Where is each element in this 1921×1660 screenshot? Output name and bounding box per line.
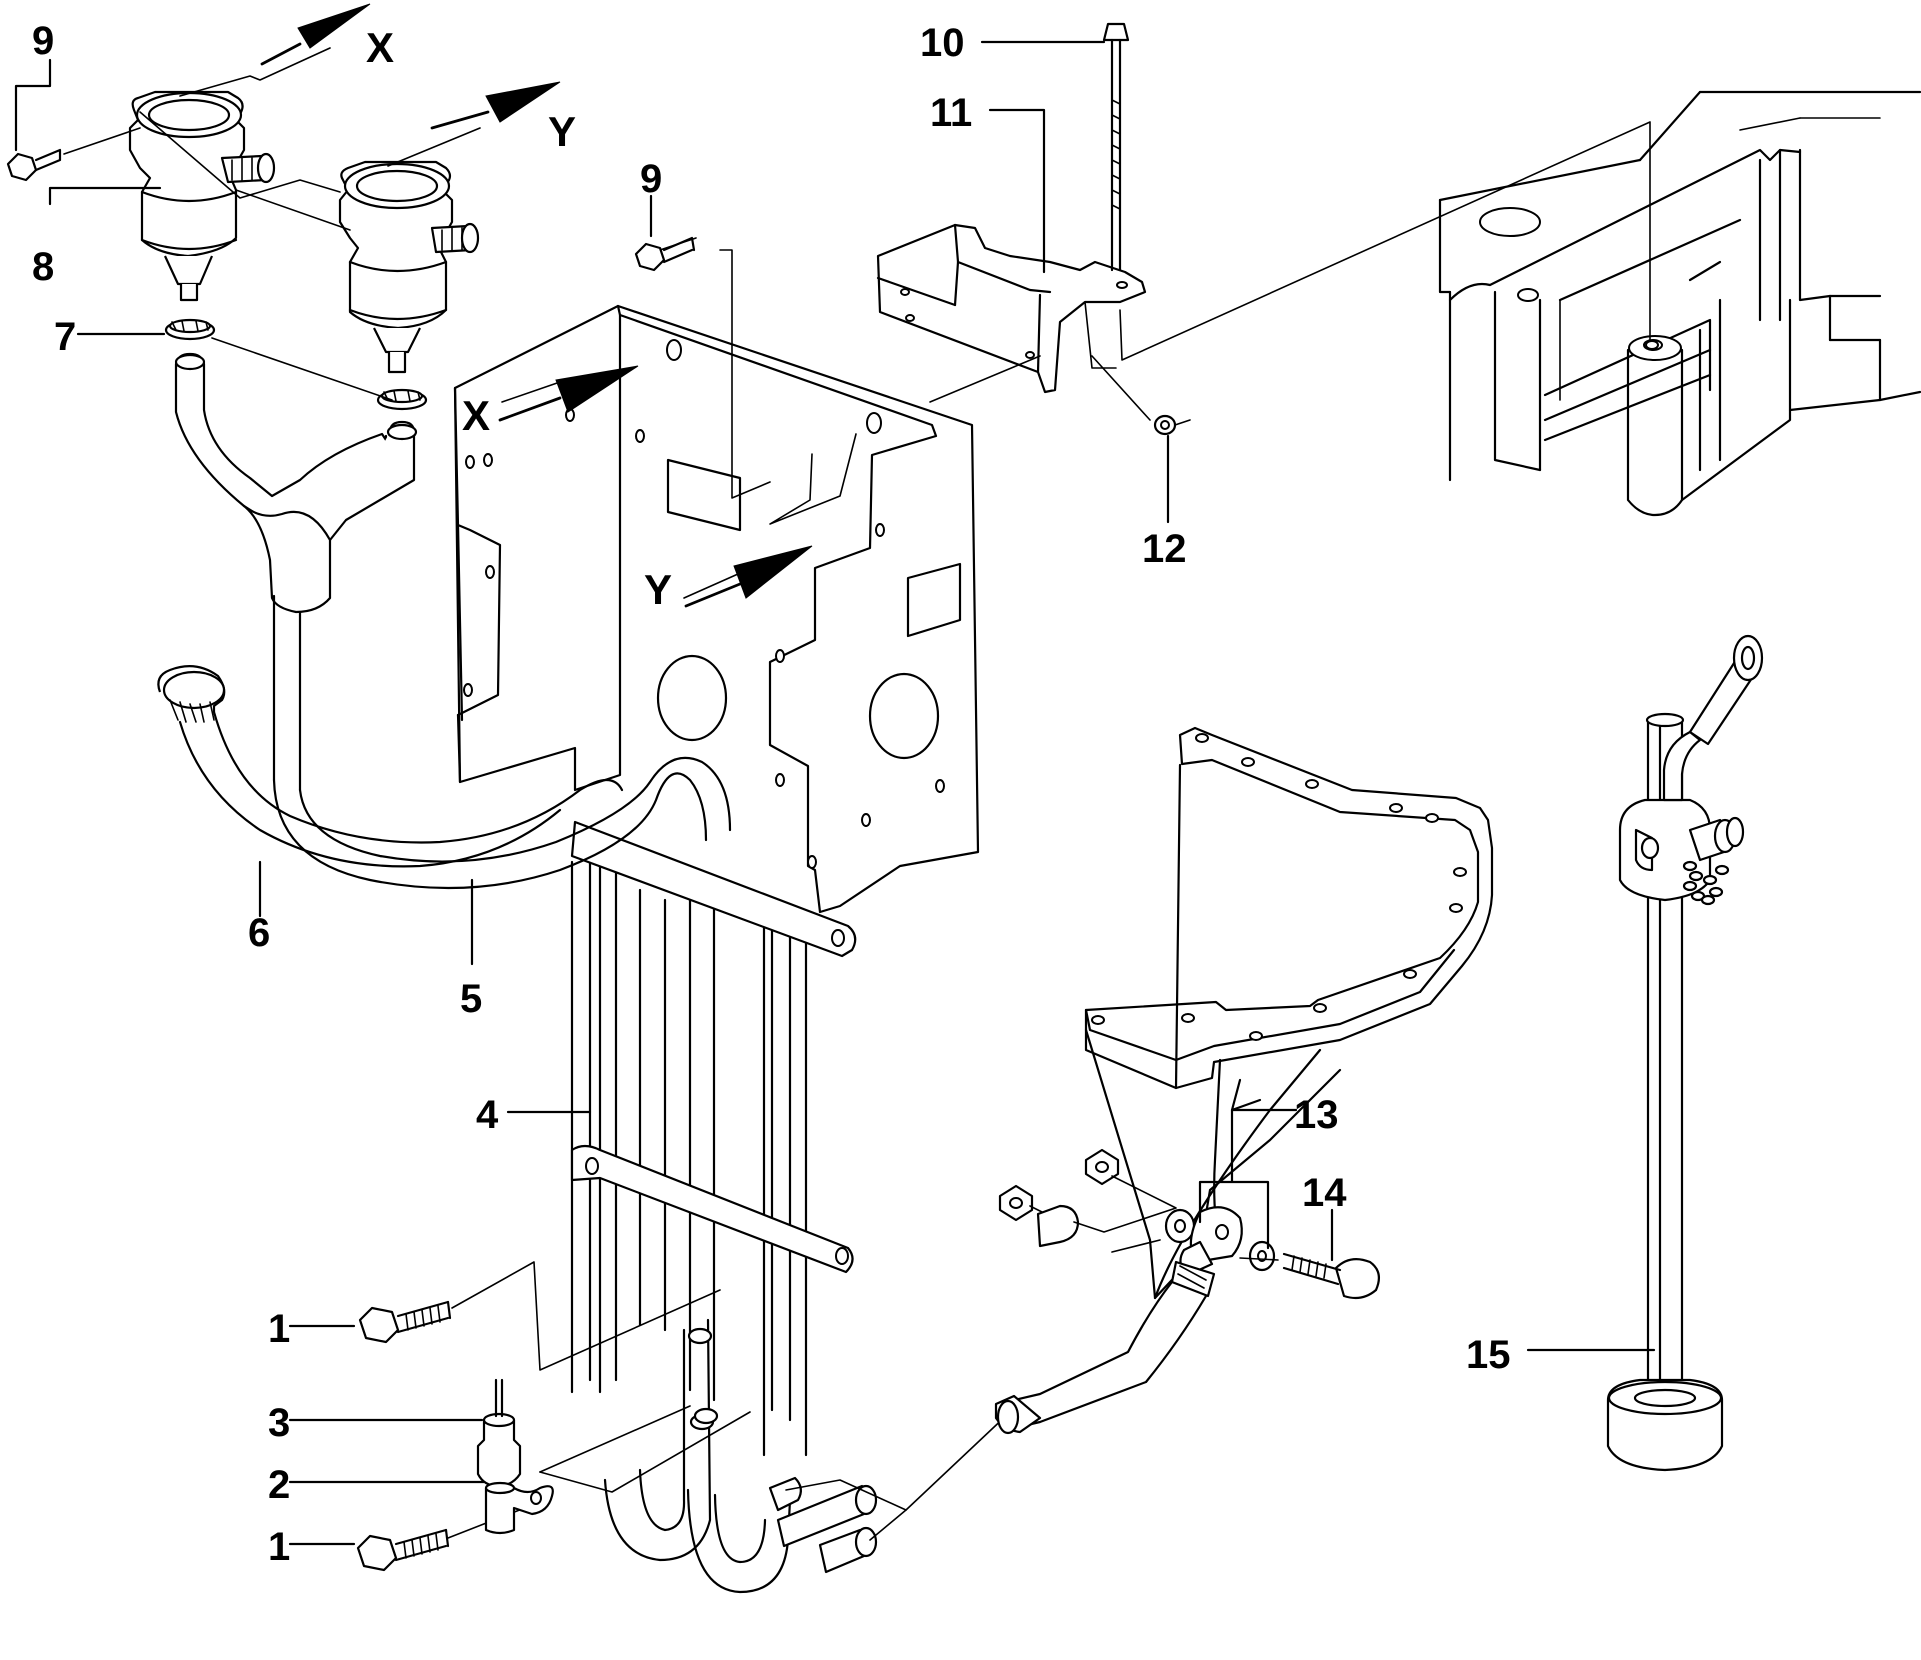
ref-y-top: Y bbox=[548, 108, 576, 155]
callout-5: 5 bbox=[460, 977, 482, 1021]
callout-labels: 9 8 7 9 10 11 12 6 5 4 13 14 15 1 3 2 1 bbox=[32, 19, 1511, 1569]
upper-bracket bbox=[876, 22, 1659, 436]
callout-15: 15 bbox=[1466, 1333, 1511, 1377]
engine-block bbox=[1438, 90, 1921, 517]
hose-clamps bbox=[164, 318, 428, 411]
callout-8: 8 bbox=[32, 245, 54, 289]
callout-2: 2 bbox=[268, 1463, 290, 1507]
pipe-assembly bbox=[570, 820, 1011, 1594]
mounting-plate bbox=[453, 304, 980, 914]
ref-x-mid: X bbox=[462, 392, 490, 439]
callout-1-upper: 1 bbox=[268, 1307, 290, 1351]
bolts-9 bbox=[6, 148, 696, 272]
callout-11: 11 bbox=[930, 91, 972, 135]
banjo-fitting bbox=[994, 1206, 1381, 1435]
ref-x-top: X bbox=[366, 24, 394, 71]
reference-arrows bbox=[63, 3, 857, 608]
hose-5-and-6 bbox=[157, 352, 732, 890]
callout-9-center: 9 bbox=[640, 157, 662, 201]
reference-labels: X Y X Y bbox=[366, 24, 672, 613]
oil-sump bbox=[998, 726, 1494, 1300]
callout-9-left: 9 bbox=[32, 19, 54, 63]
callout-4: 4 bbox=[476, 1093, 499, 1137]
callout-10: 10 bbox=[920, 21, 965, 65]
callout-leaders bbox=[14, 40, 1656, 1546]
separator-canister-left bbox=[128, 90, 276, 302]
callout-12: 12 bbox=[1142, 527, 1187, 571]
hand-pump bbox=[1606, 634, 1764, 1472]
callout-14: 14 bbox=[1302, 1171, 1347, 1215]
callout-13: 13 bbox=[1294, 1093, 1339, 1137]
callout-1-lower: 1 bbox=[268, 1525, 290, 1569]
callout-7: 7 bbox=[54, 315, 76, 359]
callout-3: 3 bbox=[268, 1401, 290, 1445]
ref-y-mid: Y bbox=[644, 566, 672, 613]
separator-canister-right bbox=[338, 160, 480, 374]
callout-6: 6 bbox=[248, 911, 270, 955]
lower-fasteners bbox=[356, 1261, 751, 1572]
